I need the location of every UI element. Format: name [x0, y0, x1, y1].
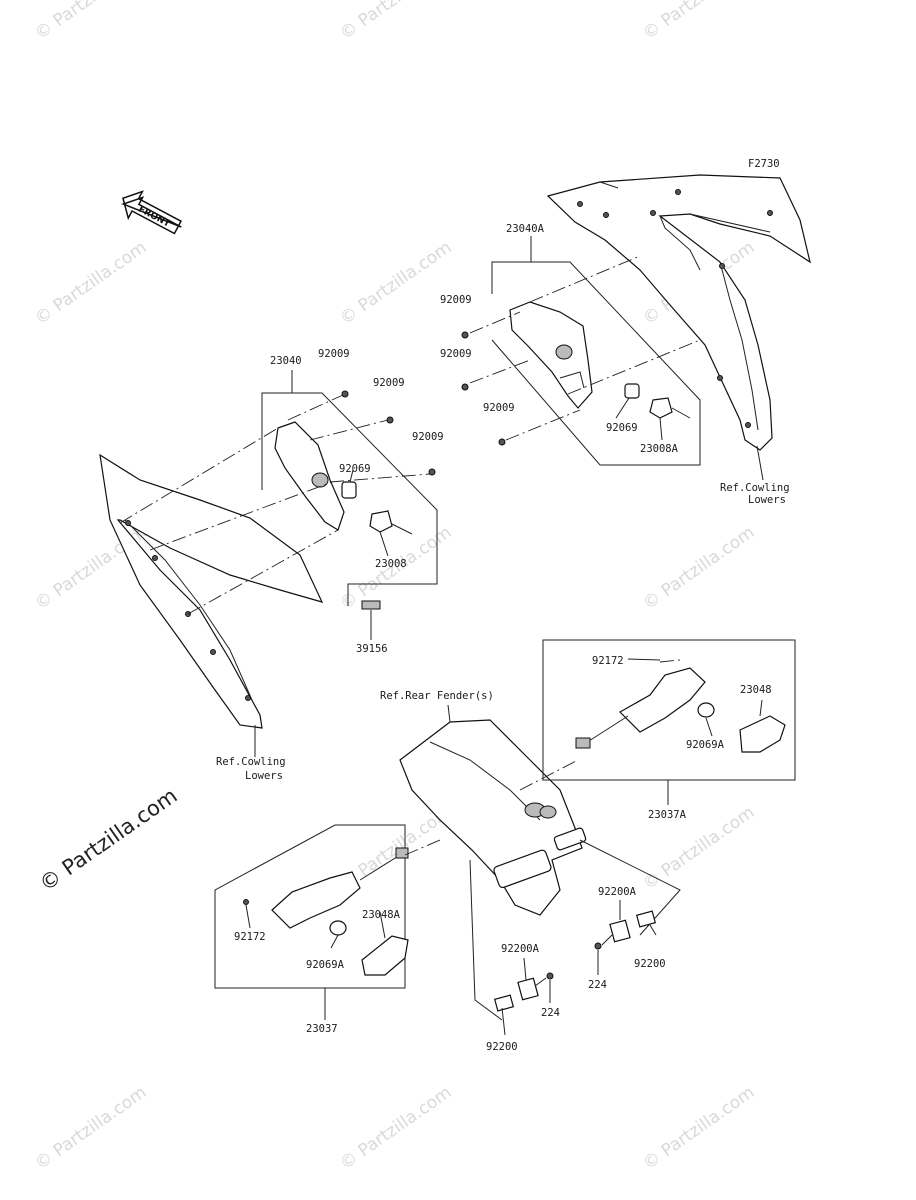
- label-cowling-ref: Lowers: [748, 494, 786, 506]
- small-brackets: [493, 910, 657, 1012]
- label-92200: 92200: [486, 1041, 518, 1053]
- turn-signal-group-23037: [214, 824, 441, 989]
- label-92009: 92009: [440, 294, 472, 306]
- left-cowling-ref: [99, 453, 324, 729]
- label-92069A: 92069A: [306, 959, 345, 971]
- label-23008A: 23008A: [640, 443, 679, 455]
- label-92009: 92009: [440, 348, 472, 360]
- label-92200: 92200: [634, 958, 666, 970]
- label-92009: 92009: [318, 348, 350, 360]
- watermark: © Partzilla.com: [639, 0, 758, 44]
- label-23048A: 23048A: [362, 909, 401, 921]
- label-cowling-ref: Ref.Cowling: [720, 482, 790, 494]
- watermark: © Partzilla.com: [31, 1082, 150, 1174]
- bulb-92069: [624, 383, 640, 399]
- bulb-92069: [341, 481, 357, 499]
- rear-fender-ref: [399, 719, 681, 1021]
- label-92009: 92009: [373, 377, 405, 389]
- label-23040A: 23040A: [506, 223, 545, 235]
- front-arrow-icon: FRONT: [121, 190, 183, 235]
- watermark: © Partzilla.com: [639, 522, 758, 614]
- label-23037A: 23037A: [648, 809, 687, 821]
- leader-lines: [245, 236, 764, 1036]
- label-92069: 92069: [606, 422, 638, 434]
- label-92069: 92069: [339, 463, 371, 475]
- pad-39156: [361, 600, 381, 610]
- label-23040: 23040: [270, 355, 302, 367]
- label-23048: 23048: [740, 684, 772, 696]
- watermark: © Partzilla.com: [336, 1082, 455, 1174]
- watermarks: © Partzilla.com © Partzilla.com © Partzi…: [31, 0, 758, 1174]
- bracket-group-23040: [119, 390, 438, 615]
- watermark-large: © Partzilla.com: [35, 783, 182, 896]
- watermark: © Partzilla.com: [336, 237, 455, 329]
- label-rear-fender-ref: Ref.Rear Fender(s): [380, 690, 494, 702]
- label-92009: 92009: [412, 431, 444, 443]
- label-224: 224: [541, 1007, 560, 1019]
- label-92172: 92172: [592, 655, 624, 667]
- watermark: © Partzilla.com: [639, 1082, 758, 1174]
- label-92009: 92009: [483, 402, 515, 414]
- label-cowling-ref: Lowers: [245, 770, 283, 782]
- label-92200A: 92200A: [501, 943, 540, 955]
- part-labels: 23040A 92009 92009 92009 92069 23008A 23…: [216, 223, 790, 1053]
- label-224: 224: [588, 979, 607, 991]
- label-cowling-ref: Ref.Cowling: [216, 756, 286, 768]
- label-23008: 23008: [375, 558, 407, 570]
- label-23037: 23037: [306, 1023, 338, 1035]
- label-92069A: 92069A: [686, 739, 725, 751]
- bracket-group-23040A: [461, 255, 701, 466]
- label-92200A: 92200A: [598, 886, 637, 898]
- turn-signal-group-23037A: [519, 639, 796, 791]
- watermark: © Partzilla.com: [336, 0, 455, 44]
- watermark: © Partzilla.com: [31, 0, 150, 44]
- watermark: © Partzilla.com: [31, 237, 150, 329]
- label-92172: 92172: [234, 931, 266, 943]
- right-cowling-ref: [546, 174, 811, 451]
- label-39156: 39156: [356, 643, 388, 655]
- figure-id: F2730: [748, 158, 780, 170]
